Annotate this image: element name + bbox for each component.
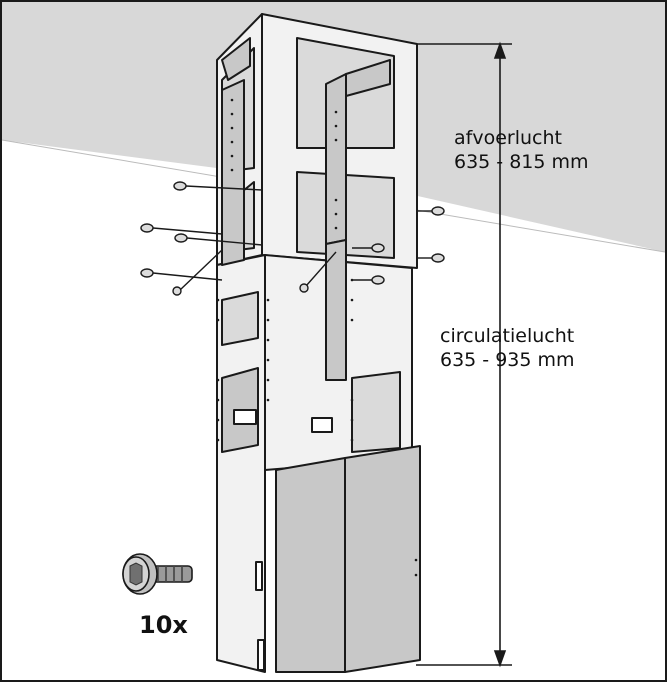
bottom-clip — [255, 561, 263, 591]
mounting-plate-front — [275, 457, 346, 673]
exhaust-label: afvoerlucht — [454, 127, 562, 149]
rail-left — [221, 79, 245, 266]
handle-slot-front — [311, 417, 333, 433]
chimney-bracket — [216, 13, 421, 673]
rail-center-lower — [325, 239, 347, 381]
exhaust-range: 635 - 815 mm — [454, 151, 589, 173]
screw-icon — [122, 553, 193, 595]
handle-slot-left — [233, 409, 257, 425]
rail-center — [325, 73, 347, 245]
rail-top-left — [221, 37, 251, 81]
bracket-lower-window-left — [221, 291, 259, 346]
recirc-label: circulatielucht — [440, 325, 575, 347]
dimension-line — [416, 41, 512, 668]
bracket-lower-window-front — [351, 371, 401, 453]
rail-top-right — [345, 59, 391, 97]
bracket-lower-left-face — [216, 254, 266, 673]
screws-right — [299, 206, 445, 293]
mounting-plate-right — [344, 445, 421, 673]
screws-left — [140, 181, 263, 296]
screw-quantity: 10x — [139, 611, 188, 639]
bottom-clip-2 — [257, 639, 265, 671]
recirc-range: 635 - 935 mm — [440, 349, 575, 371]
